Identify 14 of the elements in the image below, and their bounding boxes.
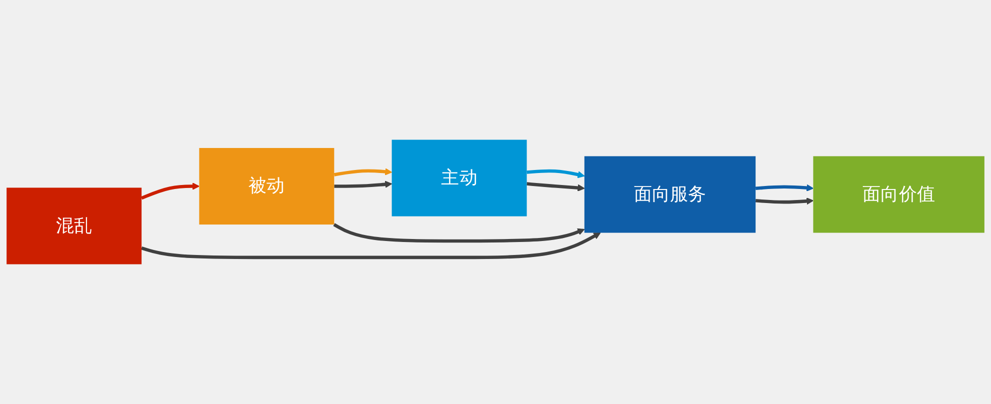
arrow	[333, 223, 585, 243]
arrow	[141, 232, 601, 260]
arrow	[526, 169, 585, 178]
arrow	[755, 198, 814, 205]
arrow	[334, 168, 392, 176]
node-box: 面向价值	[813, 156, 984, 233]
arrow	[140, 182, 200, 200]
arrow	[755, 184, 814, 192]
node-box: 被动	[199, 148, 334, 225]
node-box: 面向服务	[584, 156, 756, 233]
arrow	[334, 180, 392, 188]
node-box: 主动	[392, 140, 527, 216]
arrow	[526, 182, 585, 192]
node-box: 混乱	[6, 188, 142, 264]
